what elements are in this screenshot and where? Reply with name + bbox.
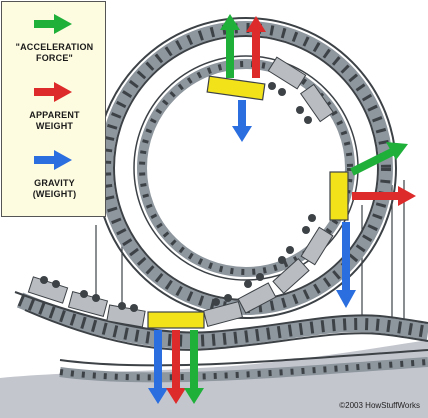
legend-label-line: APPARENT <box>29 110 80 120</box>
legend-label-apparent-weight: APPARENT WEIGHT <box>2 110 107 132</box>
side-car <box>329 171 349 221</box>
legend-label-line: (WEIGHT) <box>32 189 77 199</box>
highlight-cars <box>147 75 349 329</box>
riders <box>40 82 316 312</box>
legend-label-gravity: GRAVITY (WEIGHT) <box>2 178 107 200</box>
copyright-text: ©2003 HowStuffWorks <box>339 401 420 410</box>
loop-track <box>95 17 397 319</box>
legend-label-line: FORCE" <box>36 53 73 63</box>
legend-icons <box>34 14 72 170</box>
bottom-car <box>147 311 205 329</box>
blue-arrow-icon <box>34 150 72 170</box>
lower-track <box>14 291 428 383</box>
legend-label-line: WEIGHT <box>35 121 74 131</box>
red-arrow-icon <box>34 82 72 102</box>
legend-label-acceleration: "ACCELERATION FORCE" <box>2 42 107 64</box>
green-arrow-icon <box>34 14 72 34</box>
legend-label-line: GRAVITY <box>34 178 75 188</box>
side-arrows <box>336 142 416 308</box>
legend-label-line: "ACCELERATION <box>15 42 94 52</box>
top-car <box>206 75 266 101</box>
top-arrows <box>220 14 266 142</box>
bottom-arrows <box>148 330 204 404</box>
legend: "ACCELERATION FORCE" APPARENT WEIGHT GRA… <box>1 1 106 217</box>
force-arrows <box>148 14 416 404</box>
